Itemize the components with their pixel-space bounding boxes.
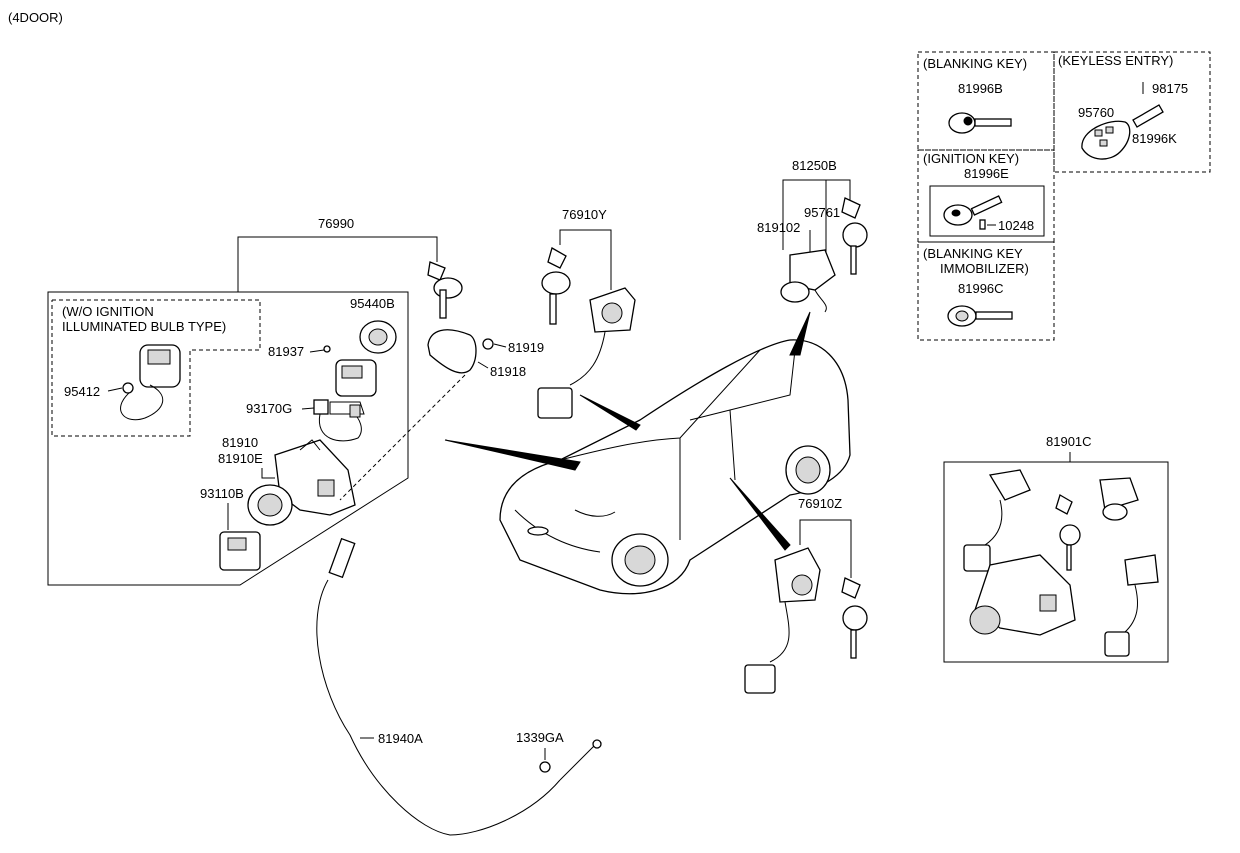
car-illustration[interactable] (444, 311, 851, 595)
cable-81940A[interactable] (316, 579, 561, 836)
lock-cylinder-part[interactable] (329, 359, 377, 415)
antenna-ring-81918[interactable] (427, 329, 477, 374)
set-rear-cylinder[interactable] (1104, 554, 1159, 657)
door-cylinder-76910Z[interactable] (744, 547, 821, 694)
switch-part-93170G[interactable] (313, 399, 362, 442)
blanking-immobilizer-title-2: IMMOBILIZER) (940, 261, 1029, 276)
wo-ignition-line1: (W/O IGNITION (62, 304, 154, 319)
part-95760[interactable]: 95760 (1078, 105, 1114, 120)
set-ignition-body[interactable] (969, 554, 1076, 636)
set-key[interactable] (1055, 494, 1081, 571)
pointer-ignition (444, 439, 581, 471)
driver-door-lock-group: 76910Z (744, 496, 868, 694)
part-819102[interactable]: 819102 (757, 220, 800, 235)
part-1339GA[interactable]: 1339GA (516, 730, 564, 745)
set-front-cylinder[interactable] (963, 469, 1031, 572)
cable-81940A-group: 81940A 1339GA (316, 537, 602, 836)
key-76910Y[interactable] (541, 247, 571, 325)
ignition-key-icon[interactable] (943, 195, 1003, 230)
trunk-cylinder[interactable] (780, 249, 836, 313)
screw-81937[interactable] (323, 345, 331, 353)
blanking-immobilizer-title-1: (BLANKING KEY (923, 246, 1023, 261)
key-blade-81996K[interactable] (1132, 104, 1164, 128)
key-catalog: (BLANKING KEY) 81996B (KEYLESS ENTRY) 98… (917, 51, 1211, 341)
part-81918[interactable]: 81918 (490, 364, 526, 379)
pointer-trunk (789, 311, 811, 356)
illumination-bulb-part[interactable] (120, 344, 181, 421)
door-cylinder-76910Y[interactable] (537, 287, 636, 419)
part-93110B[interactable]: 93110B (200, 486, 244, 501)
immobilizer-antenna-group: 81919 81918 (339, 329, 544, 501)
part-81910[interactable]: 81910 (222, 435, 258, 450)
key-81250B[interactable] (841, 197, 868, 275)
pointer-front-door (579, 394, 641, 431)
wo-ignition-line2: ILLUMINATED BULB TYPE) (62, 319, 226, 334)
pointer-rear-door (729, 477, 791, 551)
cable-end[interactable] (328, 537, 356, 579)
part-98175[interactable]: 98175 (1152, 81, 1188, 96)
blanking-key-title: (BLANKING KEY) (923, 56, 1027, 71)
part-81250B[interactable]: 81250B (792, 158, 837, 173)
ignition-key-box (929, 185, 1045, 237)
part-81901C[interactable]: 81901C (1046, 434, 1092, 449)
part-81996E[interactable]: 81996E (964, 166, 1009, 181)
trunk-lock-group: 81250B 819102 95761 (757, 158, 868, 313)
steering-lock-body[interactable] (247, 439, 356, 526)
nut-1339GA[interactable] (539, 761, 551, 773)
immobilizer-key-icon[interactable] (947, 305, 1013, 327)
ignition-key-title: (IGNITION KEY) (923, 151, 1019, 166)
lock-set-box (943, 461, 1169, 663)
part-81937[interactable]: 81937 (268, 344, 304, 359)
lock-set-group: 81901C (943, 434, 1169, 663)
part-10248[interactable]: 10248 (998, 218, 1034, 233)
switch-part-93110B[interactable] (219, 531, 261, 571)
part-76990[interactable]: 76990 (318, 216, 354, 231)
part-76910Y[interactable]: 76910Y (562, 207, 607, 222)
keyless-fob-icon[interactable] (1081, 120, 1131, 160)
part-76910Z[interactable]: 76910Z (798, 496, 842, 511)
part-81910E[interactable]: 81910E (218, 451, 263, 466)
part-81919[interactable]: 81919 (508, 340, 544, 355)
part-81996C[interactable]: 81996C (958, 281, 1004, 296)
blanking-key-icon[interactable] (948, 112, 1012, 134)
set-trunk-cylinder[interactable] (1099, 477, 1139, 521)
variant-label: (4DOOR) (8, 10, 63, 25)
bulb-81919[interactable] (482, 338, 494, 350)
part-81996K[interactable]: 81996K (1132, 131, 1177, 146)
part-93170G[interactable]: 93170G (246, 401, 292, 416)
part-81996B[interactable]: 81996B (958, 81, 1003, 96)
key-76990[interactable] (427, 261, 463, 319)
ignition-lock-assembly-group: 76990 (W/O IGNITION ILLUMINATED BULB TYP… (47, 216, 463, 586)
part-95412[interactable]: 95412 (64, 384, 100, 399)
part-95761[interactable]: 95761 (804, 205, 840, 220)
part-95440B[interactable]: 95440B (350, 296, 395, 311)
part-81940A[interactable]: 81940A (378, 731, 423, 746)
front-door-lock-group: 76910Y (537, 207, 636, 419)
keyless-entry-title: (KEYLESS ENTRY) (1058, 53, 1173, 68)
key-76910Z[interactable] (841, 577, 868, 659)
